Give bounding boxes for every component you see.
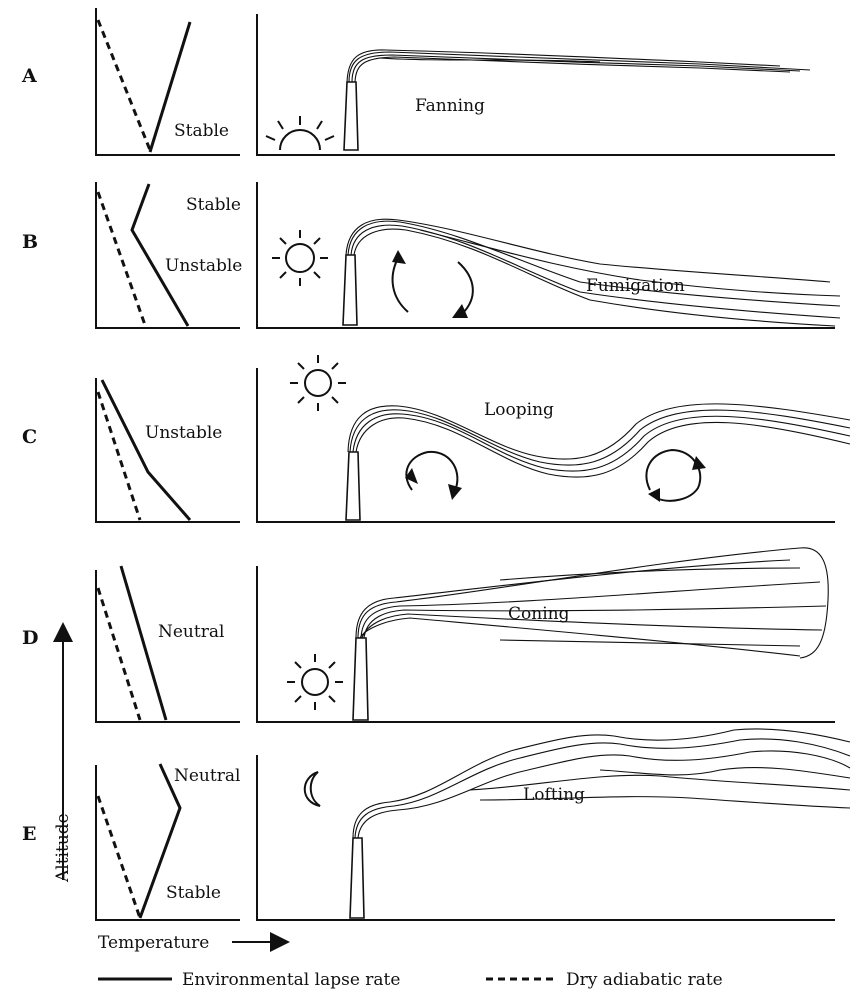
row-e-plume-label: Lofting	[523, 785, 585, 805]
row-letter-e: E	[22, 823, 36, 845]
row-e-stability-label-top: Neutral	[174, 766, 240, 786]
moon-icon	[305, 772, 320, 806]
fumigation-plume	[346, 219, 840, 326]
smokestack-c	[346, 452, 360, 520]
lofting-plume	[353, 729, 850, 838]
row-letter-d: D	[22, 627, 38, 649]
fanning-plume	[347, 50, 810, 82]
legend-solid-label: Environmental lapse rate	[182, 970, 400, 990]
looping-plume	[348, 404, 850, 477]
smokestack-e	[350, 838, 364, 918]
circulation-arrows-c	[405, 450, 706, 502]
row-e-plume-panel	[257, 729, 850, 920]
row-letter-a: A	[21, 65, 37, 87]
sun-icon-c	[290, 355, 346, 411]
row-d-lapse-graph	[96, 566, 240, 722]
smokestack-d	[353, 638, 368, 720]
row-d-plume-label: Coning	[508, 604, 570, 624]
row-b-plume-panel	[257, 182, 840, 328]
sun-icon	[272, 230, 328, 286]
row-a-stability-label: Stable	[174, 121, 229, 141]
sun-rising-icon	[266, 116, 334, 150]
sun-icon-d	[287, 654, 343, 710]
temperature-label: Temperature	[98, 933, 209, 953]
row-c-plume-label: Looping	[484, 400, 554, 420]
altitude-label: Altitude	[53, 813, 73, 883]
legend-dashed-label: Dry adiabatic rate	[566, 970, 723, 990]
row-b-stability-label-top: Stable	[186, 195, 241, 215]
row-d-plume-panel	[257, 548, 835, 722]
row-c-lapse-graph	[96, 378, 240, 522]
row-c-stability-label: Unstable	[145, 423, 222, 443]
row-c-plume-panel	[257, 355, 850, 522]
row-a-plume-label: Fanning	[415, 96, 485, 116]
row-d-stability-label: Neutral	[158, 622, 224, 642]
row-b-stability-label-bottom: Unstable	[165, 256, 242, 276]
circulation-arrows	[392, 250, 473, 318]
row-b-plume-label: Fumigation	[586, 276, 685, 296]
smokestack-b	[343, 255, 357, 325]
coning-plume	[356, 548, 828, 658]
row-e-stability-label-bottom: Stable	[166, 883, 221, 903]
row-a-plume-panel	[257, 14, 835, 155]
smokestack-a	[344, 82, 358, 150]
row-letter-b: B	[22, 231, 38, 253]
row-letter-c: C	[22, 426, 37, 448]
